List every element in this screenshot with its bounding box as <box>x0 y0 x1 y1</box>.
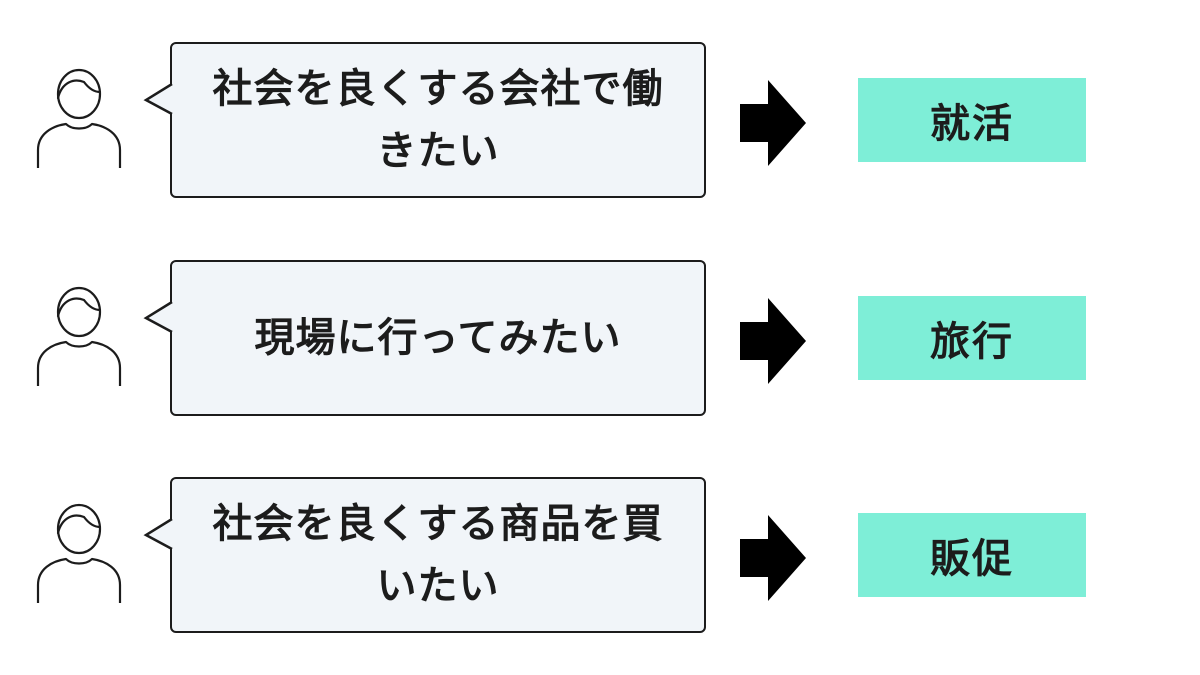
diagram-row: 社会を良くする会社で働きたい 就活 <box>0 40 1200 200</box>
speech-bubble: 現場に行ってみたい <box>170 260 706 416</box>
right-arrow-icon <box>740 80 806 166</box>
speech-text: 現場に行ってみたい <box>254 315 622 361</box>
result-label-text: 販促 <box>930 536 1014 582</box>
speech-text: 社会を良くする会社で働きたい <box>212 66 664 174</box>
speech-bubble: 社会を良くする商品を買いたい <box>170 477 706 633</box>
right-arrow-icon <box>740 298 806 384</box>
result-label: 旅行 <box>858 296 1086 380</box>
result-label: 就活 <box>858 78 1086 162</box>
person-outline-icon <box>36 286 122 386</box>
right-arrow-icon <box>740 515 806 601</box>
speech-bubble-tail <box>144 82 174 116</box>
diagram-row: 現場に行ってみたい 旅行 <box>0 258 1200 418</box>
result-label-text: 旅行 <box>930 319 1014 365</box>
result-label: 販促 <box>858 513 1086 597</box>
person-outline-icon <box>36 68 122 168</box>
speech-text: 社会を良くする商品を買いたい <box>212 501 664 609</box>
speech-bubble: 社会を良くする会社で働きたい <box>170 42 706 198</box>
person-outline-icon <box>36 503 122 603</box>
speech-bubble-tail <box>144 517 174 551</box>
diagram-row: 社会を良くする商品を買いたい 販促 <box>0 475 1200 635</box>
speech-bubble-tail <box>144 300 174 334</box>
result-label-text: 就活 <box>930 101 1014 147</box>
